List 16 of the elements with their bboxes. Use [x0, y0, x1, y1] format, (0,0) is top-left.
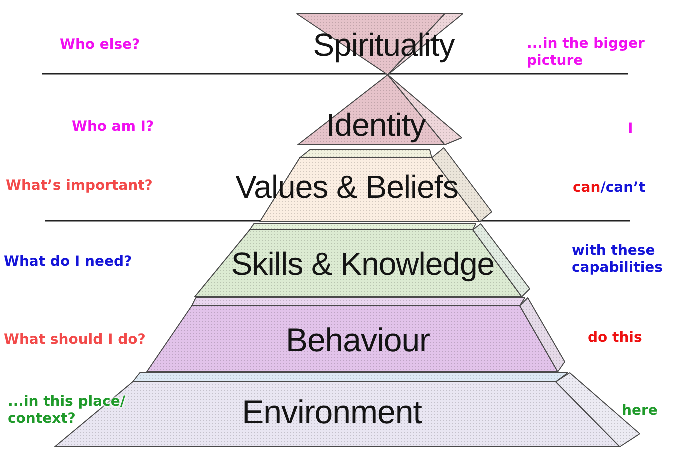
question-label: Who am I? — [72, 119, 154, 136]
answer-label: do this — [588, 330, 642, 347]
answer-label: ...in the bigger picture — [527, 36, 646, 70]
answer-label: /can’t — [600, 180, 646, 197]
level-title: Environment — [242, 396, 422, 428]
level-title: Skills & Knowledge — [231, 248, 495, 280]
answer-label: with these capabilities — [572, 243, 664, 277]
answer-label: can — [573, 180, 601, 197]
level-title: Identity — [326, 109, 426, 141]
answer-label: here — [622, 403, 658, 420]
question-label: What should I do? — [4, 332, 146, 349]
question-label: What’s important? — [6, 178, 153, 195]
question-label: Who else? — [60, 37, 140, 54]
level-title: Behaviour — [286, 324, 430, 356]
answer-label: I — [628, 121, 634, 138]
question-label: What do I need? — [4, 254, 132, 271]
